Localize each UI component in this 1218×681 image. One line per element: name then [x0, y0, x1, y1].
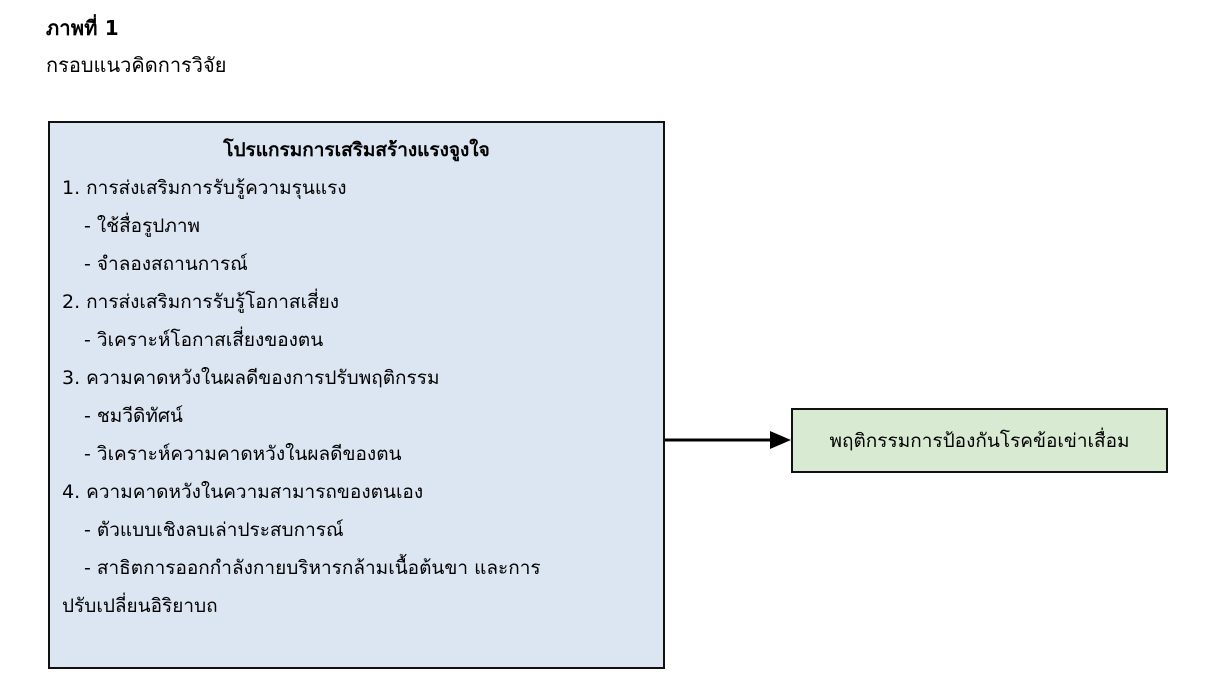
- figure-number-label: ภาพที่ 1: [46, 16, 119, 40]
- list-item-text: - สาธิตการออกกำลังกายบริหารกล้ามเนื้อต้น…: [84, 557, 541, 579]
- list-item: - ชมวีดิทัศน์: [84, 405, 183, 427]
- list-item-continuation: ปรับเปลี่ยนอิริยาบถ: [62, 595, 218, 617]
- list-item: 2. การส่งเสริมการรับรู้โอกาสเสี่ยง: [62, 291, 339, 313]
- list-item: 3. ความคาดหวังในผลดีของการปรับพฤติกรรม: [62, 367, 440, 389]
- list-item: - ใช้สื่อรูปภาพ: [84, 215, 201, 237]
- list-item: - สาธิตการออกกำลังกายบริหารกล้ามเนื้อต้น…: [62, 549, 653, 625]
- list-item: - ตัวแบบเชิงลบเล่าประสบการณ์: [84, 519, 344, 541]
- outcome-behavior-box: พฤติกรรมการป้องกันโรคข้อเข่าเสื่อม: [791, 408, 1168, 473]
- list-item: 1. การส่งเสริมการรับรู้ความรุนแรง: [62, 177, 347, 199]
- list-item: - จำลองสถานการณ์: [84, 253, 248, 275]
- arrow-right-icon: [665, 431, 791, 449]
- figure-caption: ภาพที่ 1 กรอบแนวคิดการวิจัย: [46, 14, 746, 80]
- list-item: 4. ความคาดหวังในความสามารถของตนเอง: [62, 481, 424, 503]
- list-item: - วิเคราะห์ความคาดหวังในผลดีของตน: [84, 443, 402, 465]
- intervention-activity-list: 1. การส่งเสริมการรับรู้ความรุนแรง - ใช้ส…: [50, 169, 663, 625]
- outcome-label: พฤติกรรมการป้องกันโรคข้อเข่าเสื่อม: [829, 429, 1130, 452]
- intervention-program-box: โปรแกรมการเสริมสร้างแรงจูงใจ 1. การส่งเส…: [48, 121, 665, 669]
- list-item: - วิเคราะห์โอกาสเสี่ยงของตน: [84, 329, 324, 351]
- intervention-heading: โปรแกรมการเสริมสร้างแรงจูงใจ: [223, 139, 490, 161]
- figure-title: กรอบแนวคิดการวิจัย: [46, 53, 227, 77]
